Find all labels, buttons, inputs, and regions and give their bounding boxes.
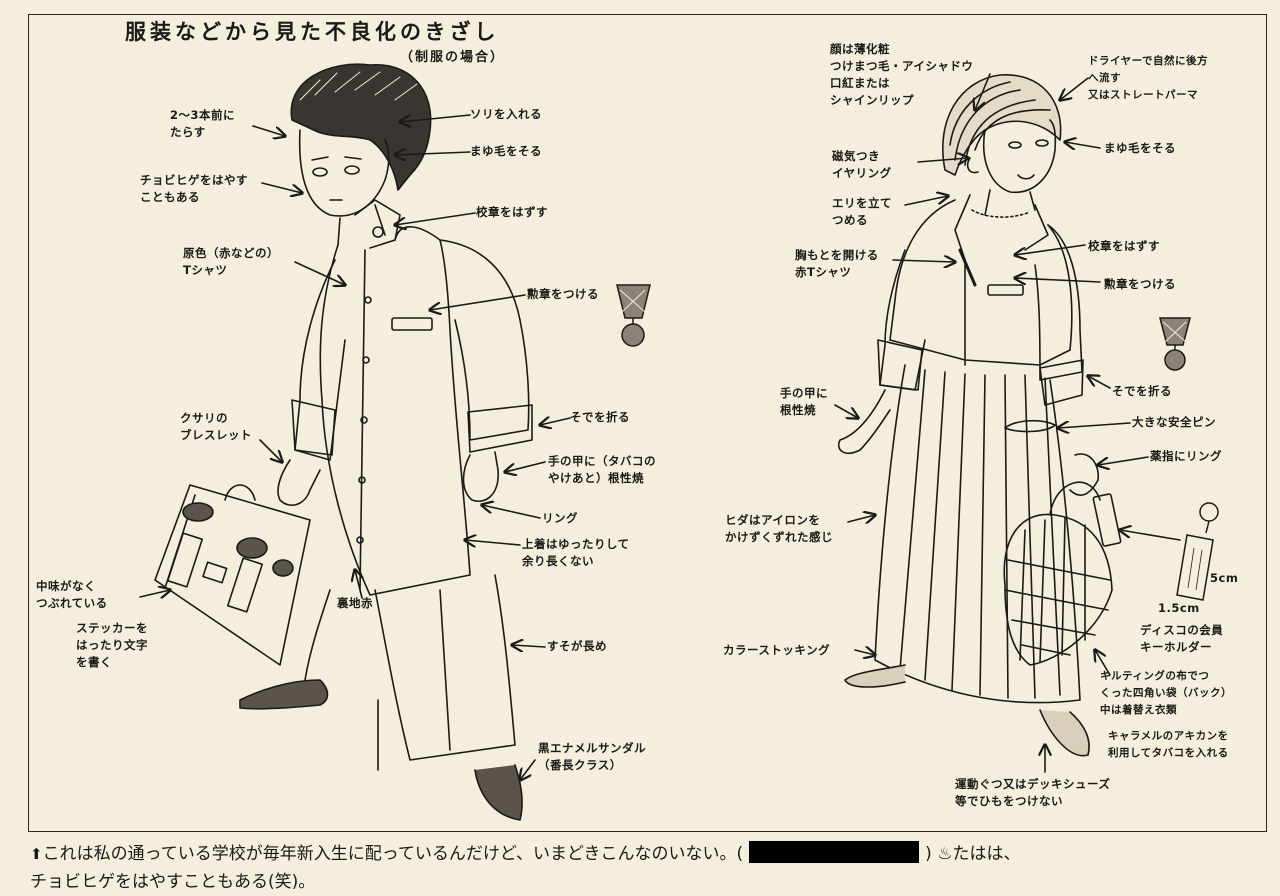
label-girl-badge: 校章をはずす: [1088, 238, 1160, 255]
label-pin: 大きな安全ピン: [1132, 414, 1216, 431]
label-tshirt: 原色（赤などの） Tシャツ: [183, 245, 279, 279]
label-school-badge: 校章をはずす: [476, 204, 548, 221]
label-pleats: ヒダはアイロンを かけずくずれた感じ: [725, 512, 833, 546]
briefcase: [155, 485, 310, 665]
label-girl-sleeve: そでを折る: [1112, 383, 1172, 400]
label-girl-hand-burn: 手の甲に 根性焼: [780, 385, 828, 419]
label-ring: リング: [542, 510, 578, 527]
hot-spring-icon: ♨: [937, 844, 952, 864]
label-medal: 勲章をつける: [527, 286, 599, 303]
label-hand-burn: 手の甲に（タバコの やけあと）根性焼: [548, 453, 656, 487]
label-makeup: 顔は薄化粧 つけまつ毛・アイシャドウ 口紅または シャインリップ: [830, 41, 973, 109]
label-hair: ドライヤーで自然に後方 へ流す 又はストレートパーマ: [1088, 53, 1208, 104]
label-caramel-can: キャラメルのアキカンを 利用してタバコを入れる: [1108, 728, 1229, 762]
label-jacket: 上着はゆったりして 余り長くない: [522, 536, 630, 570]
label-eyebrow: まゆ毛をそる: [470, 143, 542, 160]
label-girl-medal: 勲章をつける: [1104, 276, 1176, 293]
label-bangs: 2～3本前に たらす: [170, 107, 235, 141]
label-bracelet: クサリの ブレスレット: [180, 410, 252, 444]
redaction-bar: [749, 841, 919, 863]
caption-line1: これは私の通っている学校が毎年新入生に配っているんだけど、いまどきこんなのいない…: [43, 844, 744, 864]
label-keyholder: ディスコの会員 キーホルダー: [1140, 622, 1223, 656]
label-shoes: 運動ぐつ又はデッキシューズ 等でひもをつけない: [955, 776, 1110, 810]
label-quilt-bag: キルティングの布でつ くった四角い袋（バック） 中は着替え衣類: [1100, 668, 1232, 719]
caption: ⬆これは私の通っている学校が毎年新入生に配っているんだけど、いまどきこんなのいな…: [30, 840, 1020, 896]
label-sandal: 黒エナメルサンダル （番長クラス）: [538, 740, 646, 774]
caption-line1-tail: たはは、: [952, 844, 1020, 864]
label-size-height: 1.5cm: [1158, 600, 1200, 617]
label-size-width: 5cm: [1210, 570, 1238, 587]
label-chest: 胸もとを開ける 赤Tシャツ: [795, 247, 879, 281]
up-arrow-icon: ⬆: [30, 845, 43, 863]
caption-line2: チョビヒゲをはやすこともある(笑)。: [30, 868, 1020, 896]
medal-icon: [1160, 318, 1190, 370]
label-girl-eyebrow: まゆ毛をそる: [1104, 140, 1176, 157]
label-bag-flat: 中味がなく つぶれている: [36, 578, 108, 612]
label-sticker: ステッカーを はったり文字 を書く: [76, 620, 148, 671]
medal-icon: [617, 285, 650, 346]
label-hem: すそが長め: [547, 638, 607, 655]
label-sleeve: そでを折る: [570, 409, 630, 426]
label-mustache: チョビヒゲをはやす こともある: [140, 172, 248, 206]
label-shave: ソリを入れる: [470, 106, 542, 123]
label-lining: 裏地赤: [337, 595, 373, 612]
caption-line1-end: ): [925, 844, 932, 864]
label-collar: エリを立て つめる: [832, 195, 892, 229]
label-earring: 磁気つき イヤリング: [832, 148, 892, 182]
label-stocking: カラーストッキング: [723, 642, 830, 659]
label-girl-ring: 薬指にリング: [1150, 448, 1222, 465]
